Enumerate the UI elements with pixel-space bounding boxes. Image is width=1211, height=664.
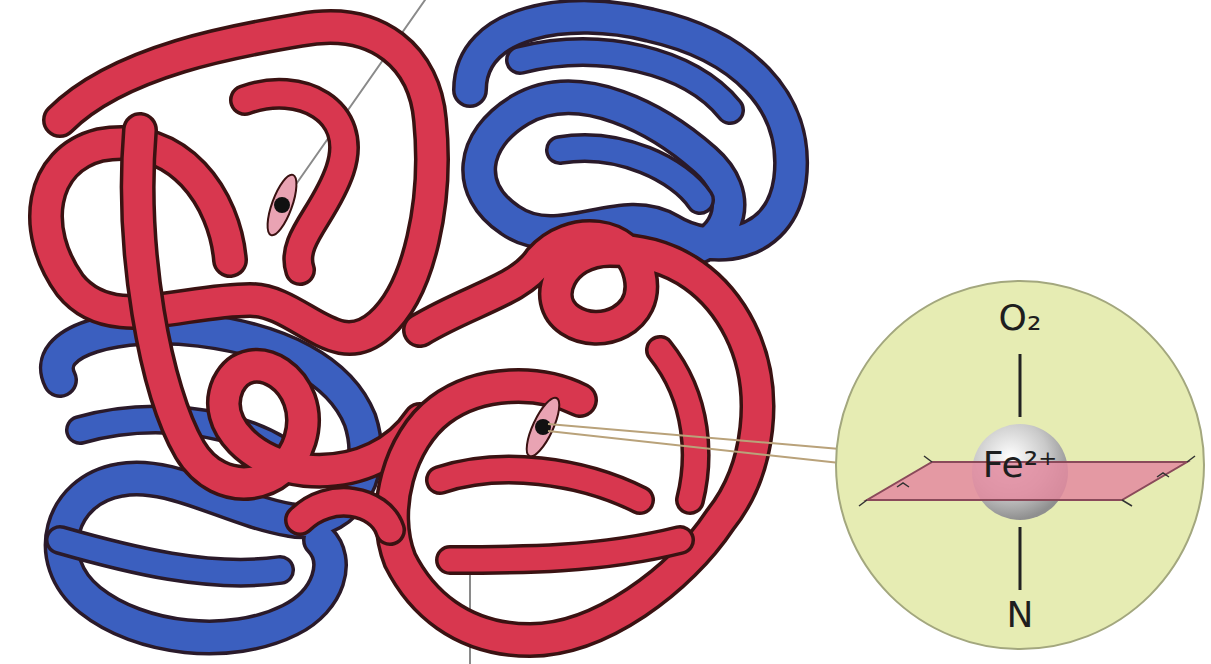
alpha-chain: [46, 27, 757, 640]
atom-label: N: [837, 594, 1203, 635]
heme-group: [262, 172, 566, 461]
leader-line: [548, 424, 840, 463]
atom-label: O₂: [837, 297, 1203, 338]
atom-label: Fe²⁺: [837, 444, 1203, 485]
heme-inset-circle: O₂ Fe²⁺ N: [835, 280, 1205, 650]
